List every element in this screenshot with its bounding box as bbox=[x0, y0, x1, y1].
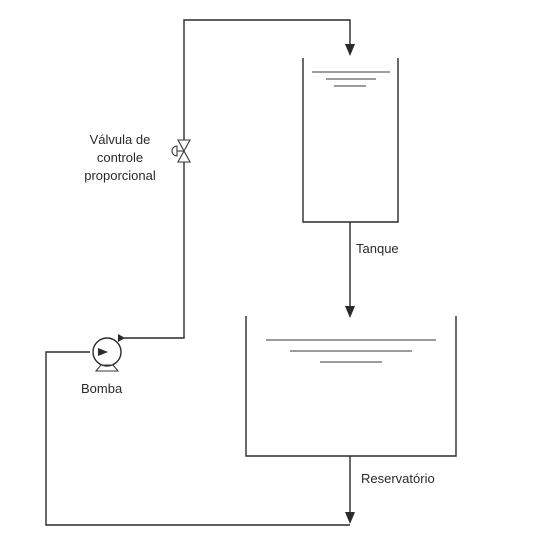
pipe-pump-to-valve bbox=[118, 162, 185, 339]
tank-outlet-pipe bbox=[345, 222, 355, 318]
supply-pipe bbox=[118, 19, 355, 339]
reservoir bbox=[245, 316, 457, 457]
tank-label: Tanque bbox=[356, 241, 399, 256]
tank bbox=[302, 58, 399, 223]
valve-label-line2: controle bbox=[97, 150, 143, 165]
valve-label-line3: proporcional bbox=[84, 168, 156, 183]
reservoir-walls bbox=[245, 316, 457, 457]
valve-label-line1: Válvula de bbox=[90, 132, 151, 147]
valve-icon bbox=[171, 139, 191, 163]
arrow-into-tank bbox=[345, 44, 355, 56]
pipe-valve-to-tank bbox=[183, 19, 351, 140]
tank-walls bbox=[302, 58, 399, 223]
pump-label: Bomba bbox=[81, 381, 123, 396]
return-pipe bbox=[45, 351, 355, 526]
pump-icon bbox=[92, 334, 125, 372]
arrow-return bbox=[345, 512, 355, 524]
arrow-into-reservoir bbox=[345, 306, 355, 318]
reservoir-label: Reservatório bbox=[361, 471, 435, 486]
